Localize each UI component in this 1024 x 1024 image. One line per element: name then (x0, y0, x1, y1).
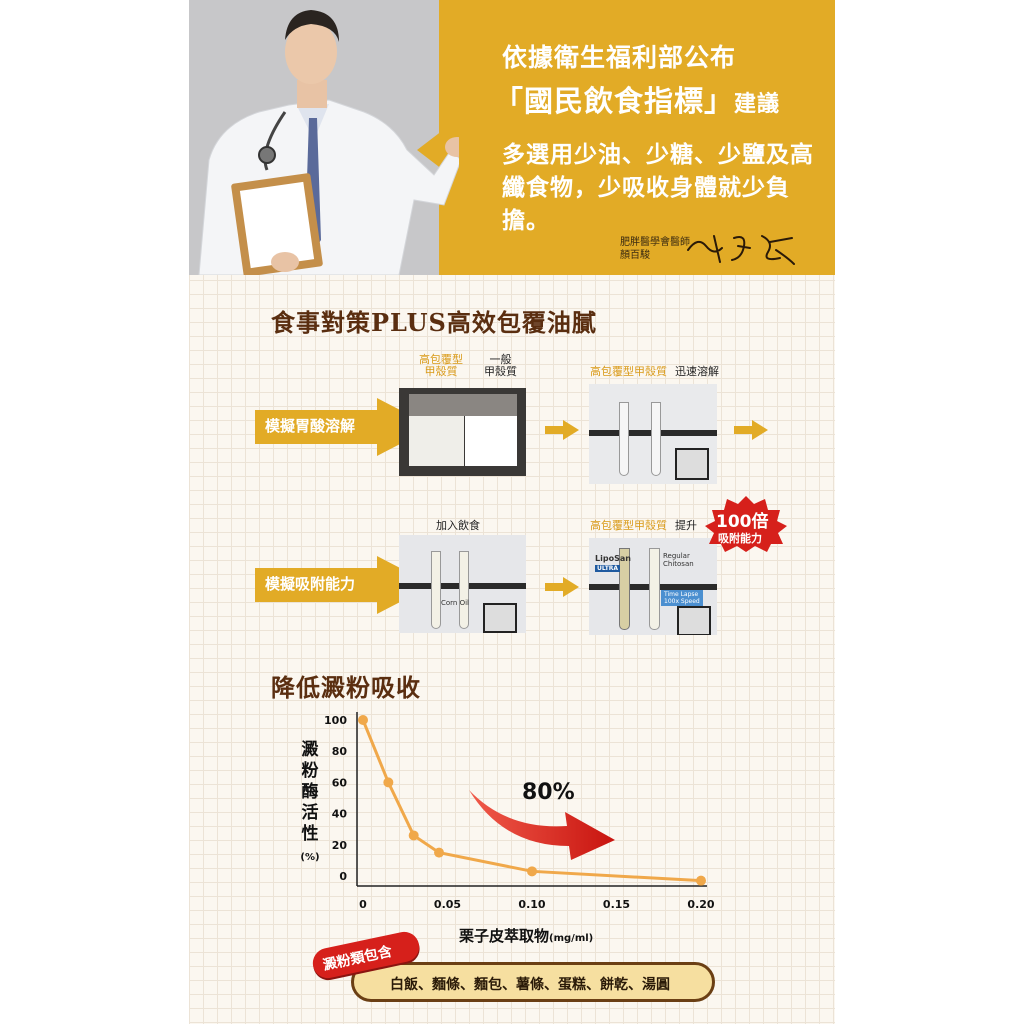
chart-xlabel-unit: (mg/ml) (549, 933, 594, 944)
cap-add-food: 加入飲食 (436, 519, 480, 532)
headline-line1: 依據衛生福利部公布 (502, 43, 737, 72)
clock (677, 606, 711, 635)
starch-chart: 100 80 60 40 20 0 0 0.05 0.10 0.15 0.20 (324, 712, 715, 911)
badge-small-text: 吸附能力 (718, 532, 762, 545)
tube-left (431, 551, 441, 629)
starch-foods-pill: 白飯、麵條、麵包、薯條、蛋糕、餅乾、湯圓 (351, 962, 715, 1002)
handwritten-signature (687, 235, 795, 265)
clock (483, 603, 517, 633)
headline-main: 「國民飲食指標」 (494, 84, 735, 118)
photo-dissolve-after (589, 384, 717, 484)
chart-data-point (434, 847, 445, 858)
headline-line2: 「國民飲食指標」建議 (494, 78, 780, 120)
cap-high-chitosan: 高包覆型 甲殼質 (419, 353, 463, 378)
arrow-right-icon (545, 577, 579, 597)
headline-suffix: 建議 (734, 91, 781, 117)
row1-label-arrow (255, 398, 433, 456)
reduction-annotation: 80% (522, 780, 575, 805)
tube-right (651, 402, 661, 476)
tube-left (619, 402, 629, 476)
chart-xlabel-text: 栗子皮萃取物 (459, 927, 550, 945)
chart-ytick-label: 80 (332, 745, 348, 758)
oil-label: Corn Oil (441, 599, 469, 607)
banner-gold-panel (439, 0, 835, 275)
row2-label: 模擬吸附能力 (255, 556, 433, 614)
tube-right (459, 551, 469, 629)
chart-xtick-label: 0.05 (434, 898, 461, 911)
badge-starburst (705, 496, 787, 552)
signature-label: 肥胖醫學會醫師 顏百駿 (620, 236, 690, 262)
doctor-illustration (198, 10, 459, 275)
tube-right (649, 548, 660, 630)
clock (675, 448, 709, 480)
signature-name: 顏百駿 (620, 250, 650, 261)
sample-normal (465, 414, 517, 466)
cap-dissolve-result-dark: 迅速溶解 (675, 365, 719, 378)
chart-data-point (527, 866, 537, 877)
section1-title: 食事對策PLUS高效包覆油膩 (271, 308, 597, 337)
cap-normal-chitosan: 一般 甲殼質 (484, 353, 517, 378)
chart-xtick-label: 0.15 (603, 898, 630, 911)
banner-body-text: 多選用少油、少糖、少鹽及高纖食物，少吸收身體就少負擔。 (502, 141, 814, 234)
row2-label-text: 模擬吸附能力 (265, 575, 356, 593)
sample-high (409, 416, 464, 466)
cap-adsorb-result-gold: 高包覆型甲殼質 (590, 519, 667, 532)
arrow-right-icon (545, 420, 579, 440)
chart-ylabel-unit: (%) (300, 852, 320, 863)
starch-foods-text: 白飯、麵條、麵包、薯條、蛋糕、餅乾、湯圓 (390, 977, 670, 993)
chart-ylabel-text: 澱粉酶活性 (301, 740, 319, 844)
chart-xlabel: 栗子皮萃取物(mg/ml) (459, 925, 593, 946)
page: 依據衛生福利部公布 「國民飲食指標」建議 多選用少油、少糖、少鹽及高纖食物，少吸… (189, 0, 835, 1024)
timelapse-label: Time Lapse 100x Speed (661, 590, 703, 606)
arrow-right-icon (734, 420, 768, 440)
foam-top (409, 394, 517, 416)
chart-data-point (696, 875, 706, 886)
regular-label: Regular Chitosan (663, 552, 694, 568)
chart-xtick-label: 0.20 (687, 898, 714, 911)
chart-xtick-label: 0 (359, 898, 367, 911)
row2-label-arrow (255, 556, 433, 614)
tube-left (619, 548, 630, 630)
cap-adsorb-result-dark: 提升 (675, 519, 697, 532)
cap-dissolve-result-gold: 高包覆型甲殼質 (590, 365, 667, 378)
chart-ytick-label: 60 (332, 776, 348, 789)
reduction-arrow-icon (469, 790, 615, 860)
chart-data-point (358, 715, 368, 725)
photo-adsorb-before: Corn Oil (399, 535, 526, 633)
chart-series-line (361, 719, 702, 883)
chart-data-point (383, 777, 394, 788)
section2-title: 降低澱粉吸收 (271, 673, 421, 702)
photo-dissolve-before (399, 388, 526, 476)
chart-ytick-label: 40 (332, 808, 348, 821)
brand-name: LipoSan (595, 554, 631, 563)
row1-label: 模擬胃酸溶解 (255, 398, 433, 456)
badge-big-text: 100倍 (716, 512, 769, 532)
brand-sub: ULTRA (595, 565, 621, 572)
chart-ytick-label: 100 (324, 714, 347, 727)
chart-ytick-label: 0 (339, 870, 347, 883)
chart-ytick-label: 20 (332, 839, 348, 852)
signature-title: 肥胖醫學會醫師 (620, 237, 690, 248)
top-banner: 依據衛生福利部公布 「國民飲食指標」建議 多選用少油、少糖、少鹽及高纖食物，少吸… (189, 0, 835, 275)
chart-data-point (408, 830, 419, 841)
chart-xtick-label: 0.10 (518, 898, 545, 911)
chart-ylabel: 澱粉酶活性 (%) (297, 740, 323, 868)
row1-label-text: 模擬胃酸溶解 (265, 417, 356, 435)
